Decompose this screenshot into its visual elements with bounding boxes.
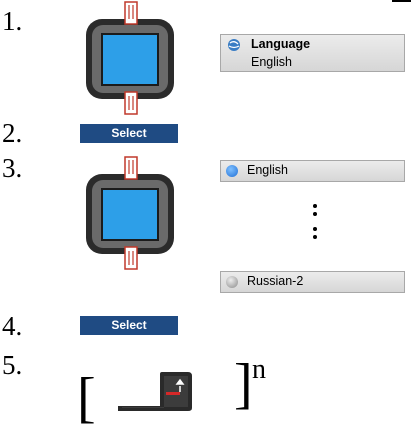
language-panel: Language English: [220, 34, 405, 72]
rotary-device-icon: [81, 155, 181, 275]
finger-pointer-icon: [124, 91, 138, 115]
ellipsis-dot: [313, 212, 317, 216]
finger-pointer-icon: [124, 1, 138, 25]
ellipsis-dot: [313, 227, 317, 231]
select-button[interactable]: Select: [80, 124, 178, 143]
step-2-number: 2.: [2, 118, 23, 148]
language-title: Language: [251, 37, 311, 51]
repeat-close-bracket: ]: [234, 353, 253, 415]
step-5-number: 5.: [2, 350, 23, 380]
back-key-icon[interactable]: [116, 370, 194, 412]
globe-icon: [227, 38, 241, 57]
repeat-exponent: n: [252, 354, 266, 385]
radio-selected-icon: [226, 165, 238, 177]
list-item-english[interactable]: English: [220, 160, 405, 182]
step-1-number: 1.: [2, 6, 23, 36]
language-value: English: [251, 55, 292, 69]
step-4-number: 4.: [2, 311, 23, 341]
ellipsis-dot: [313, 235, 317, 239]
repeat-open-bracket: [: [77, 367, 96, 429]
finger-pointer-icon: [124, 156, 138, 180]
finger-pointer-icon: [124, 246, 138, 270]
list-item-label: English: [247, 163, 288, 177]
select-button[interactable]: Select: [80, 316, 178, 335]
ellipsis-dot: [313, 204, 317, 208]
radio-unselected-icon: [226, 276, 238, 288]
step-3-number: 3.: [2, 153, 23, 183]
rotary-device-icon: [81, 0, 181, 120]
list-item-russian-2[interactable]: Russian-2: [220, 271, 405, 293]
list-item-label: Russian-2: [247, 274, 304, 288]
top-rule: [392, 0, 411, 2]
